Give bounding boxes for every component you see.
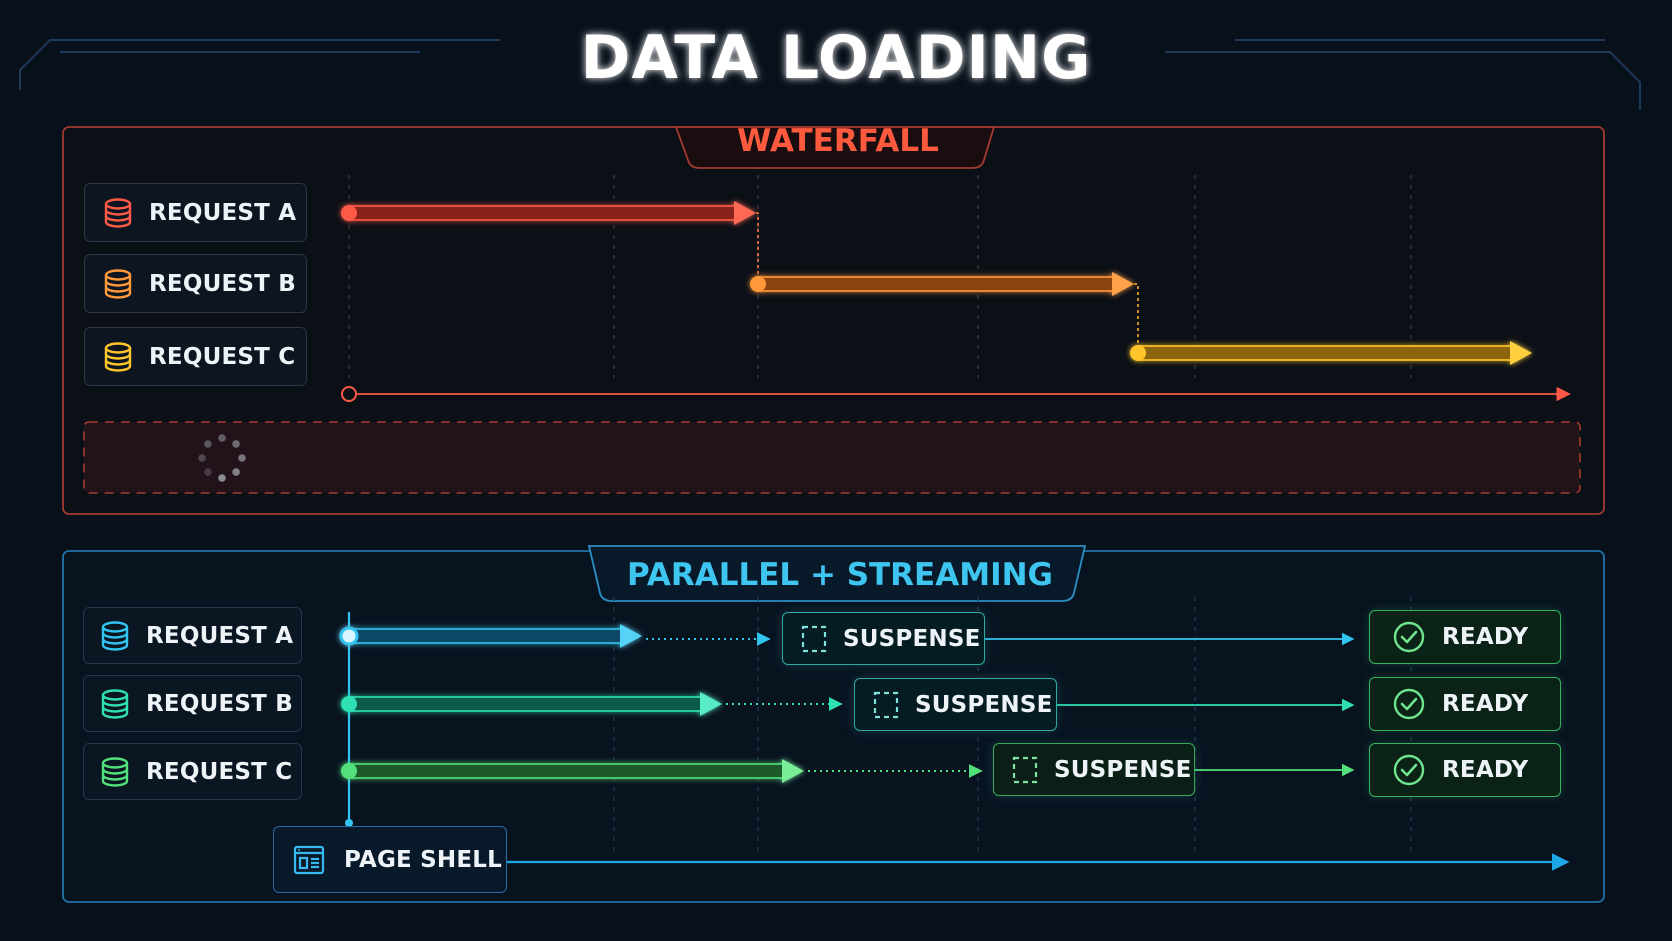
waterfall-loading-area xyxy=(83,421,1581,494)
check-circle-icon xyxy=(1393,621,1425,653)
request-label: REQUEST C xyxy=(149,343,296,370)
parallel-heading-tab xyxy=(587,545,1087,602)
check-circle-icon xyxy=(1393,688,1425,720)
spinner-dot xyxy=(198,454,206,462)
spinner-icon xyxy=(198,434,246,482)
page-layout-icon xyxy=(293,845,325,874)
suspense-label: SUSPENSE xyxy=(843,625,981,652)
dashed-square-icon xyxy=(873,691,899,718)
spinner-dot xyxy=(218,474,226,482)
spinner-dot xyxy=(232,468,240,476)
ready-label: READY xyxy=(1442,757,1529,783)
suspense-label: SUSPENSE xyxy=(915,691,1053,718)
ready-box-b: READY xyxy=(1369,677,1561,731)
ready-box-a: READY xyxy=(1369,610,1561,664)
parallel-bar-a xyxy=(339,624,642,648)
waterfall-bar-c xyxy=(1130,341,1532,365)
suspense-label: SUSPENSE xyxy=(1054,756,1192,783)
spinner-dot xyxy=(204,440,212,448)
ready-box-c: READY xyxy=(1369,743,1561,797)
waterfall-bar-a xyxy=(341,201,756,225)
request-label: REQUEST C xyxy=(146,758,293,785)
parallel-request-c: REQUEST C xyxy=(83,743,302,800)
request-label: REQUEST B xyxy=(146,690,293,717)
spinner-dot xyxy=(238,454,246,462)
suspense-box-b: SUSPENSE xyxy=(854,678,1057,731)
check-circle-icon xyxy=(1393,754,1425,786)
parallel-heading: PARALLEL + STREAMING xyxy=(627,557,1053,593)
waterfall-connector-b-c xyxy=(1134,283,1139,353)
database-icon xyxy=(101,756,129,787)
database-icon xyxy=(104,341,132,372)
ready-label: READY xyxy=(1442,624,1529,650)
ready-label: READY xyxy=(1442,691,1529,717)
parallel-start-dot xyxy=(345,819,353,827)
page-shell-label: PAGE SHELL xyxy=(344,846,502,873)
waterfall-heading-tab xyxy=(674,126,996,169)
waterfall-request-a: REQUEST A xyxy=(84,183,307,242)
database-icon xyxy=(101,620,129,651)
database-icon xyxy=(104,197,132,228)
waterfall-timeline-start xyxy=(341,386,357,402)
spinner-dot xyxy=(204,468,212,476)
waterfall-heading: WATERFALL xyxy=(737,123,939,159)
database-icon xyxy=(101,688,129,719)
dashed-square-icon xyxy=(1012,756,1038,783)
waterfall-request-c: REQUEST C xyxy=(84,327,307,386)
spinner-dot xyxy=(218,434,226,442)
request-label: REQUEST A xyxy=(146,622,294,649)
parallel-bar-b xyxy=(341,692,722,716)
parallel-request-b: REQUEST B xyxy=(83,675,302,732)
waterfall-bar-b xyxy=(750,272,1134,296)
waterfall-request-b: REQUEST B xyxy=(84,254,307,313)
outer-frame xyxy=(19,39,1641,110)
suspense-box-a: SUSPENSE xyxy=(782,612,985,665)
suspense-box-c: SUSPENSE xyxy=(993,743,1195,796)
waterfall-connector-a-b xyxy=(756,212,759,284)
page-title: DATA LOADING xyxy=(581,23,1092,93)
page-shell-box: PAGE SHELL xyxy=(273,826,507,893)
spinner-dot xyxy=(232,440,240,448)
parallel-bar-c xyxy=(341,759,804,783)
database-icon xyxy=(104,268,132,299)
request-label: REQUEST B xyxy=(149,270,296,297)
request-label: REQUEST A xyxy=(149,199,297,226)
dashed-square-icon xyxy=(801,625,827,652)
parallel-request-a: REQUEST A xyxy=(83,607,302,664)
